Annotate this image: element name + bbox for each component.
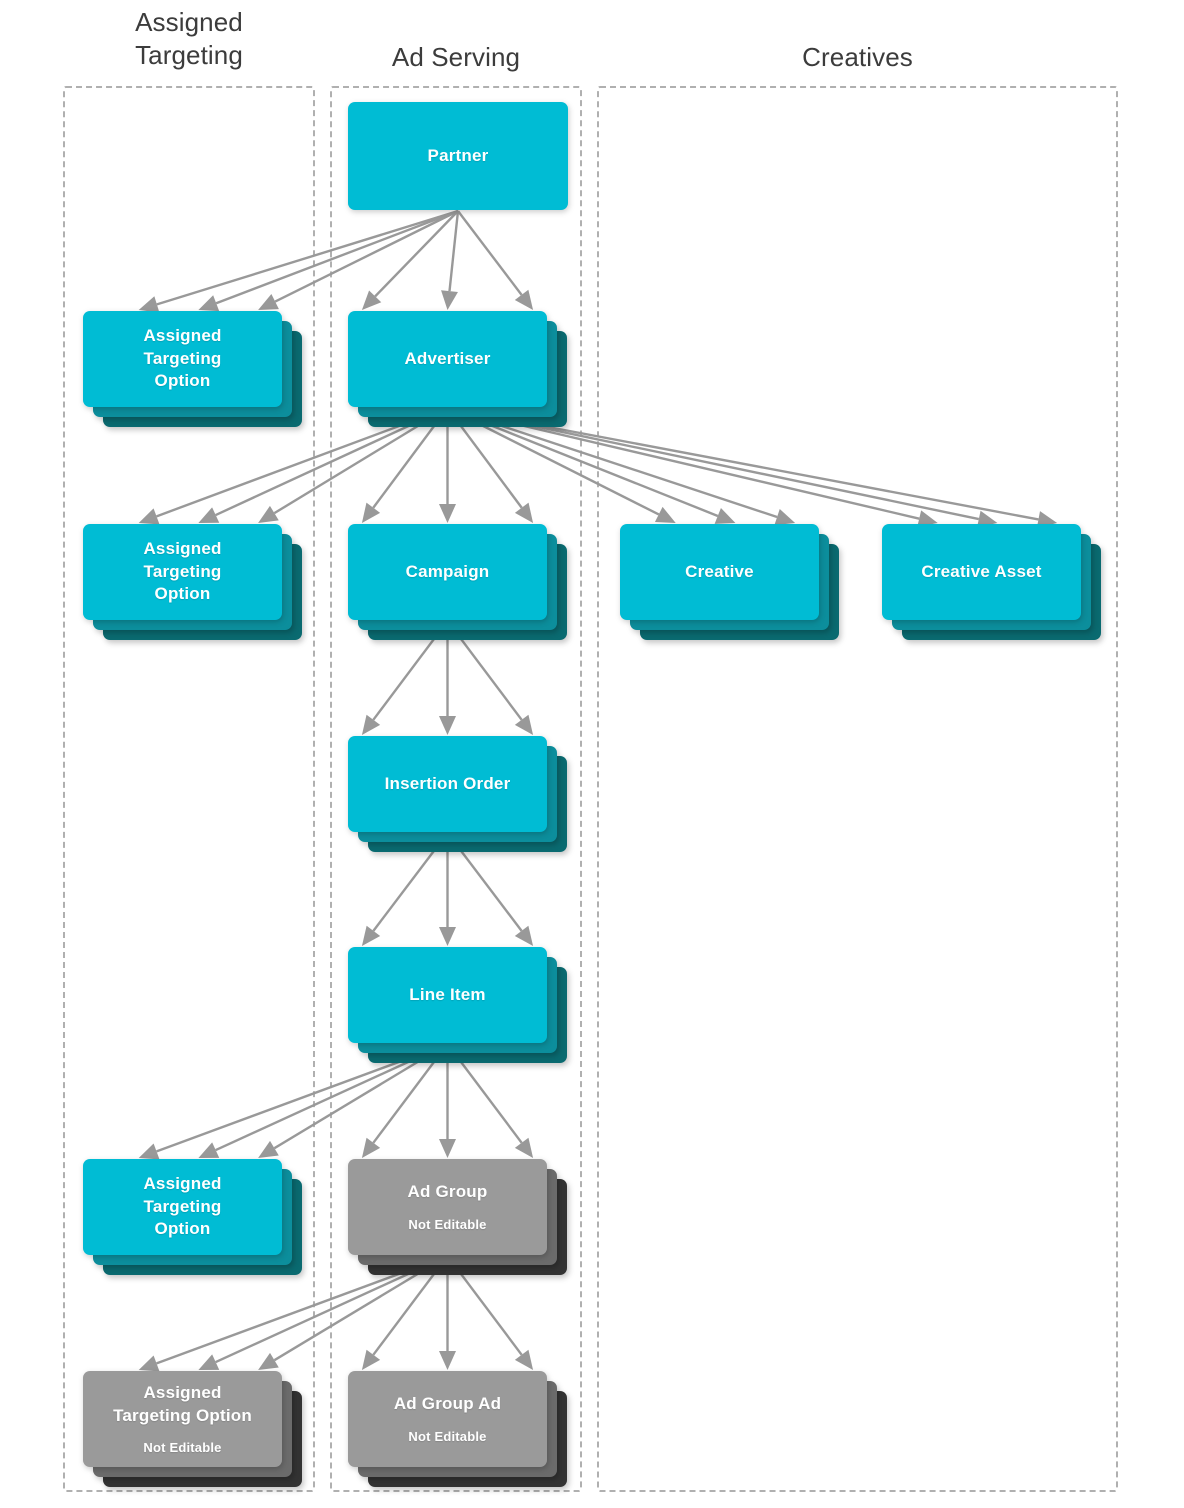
swimlane-ad-serving	[330, 86, 582, 1492]
node-card-front[interactable]: Advertiser	[348, 311, 547, 407]
node-assigned-targeting-option-line-item[interactable]: Assigned Targeting Option	[83, 1159, 302, 1275]
node-ad-group-ad[interactable]: Ad Group Ad Not Editable	[348, 1371, 567, 1487]
node-card-front[interactable]: Assigned Targeting Option	[83, 524, 282, 620]
node-card-front[interactable]: Campaign	[348, 524, 547, 620]
node-insertion-order[interactable]: Insertion Order	[348, 736, 567, 852]
node-label: Advertiser	[404, 348, 491, 368]
column-header-creatives: Creatives	[802, 42, 913, 72]
swimlane-creatives	[597, 86, 1118, 1492]
node-card-front[interactable]: Creative Asset	[882, 524, 1081, 620]
node-creative-asset[interactable]: Creative Asset	[882, 524, 1101, 640]
node-not-editable-badge: Not Editable	[408, 1217, 487, 1232]
node-partner[interactable]: Partner	[348, 102, 568, 210]
node-label: Creative	[685, 561, 754, 581]
node-line-item[interactable]: Line Item	[348, 947, 567, 1063]
node-label: Insertion Order	[384, 773, 511, 793]
node-assigned-targeting-option-advertiser[interactable]: Assigned Targeting Option	[83, 524, 302, 640]
node-card-front[interactable]: Assigned Targeting Option	[83, 1159, 282, 1255]
node-advertiser[interactable]: Advertiser	[348, 311, 567, 427]
node-label: Assigned Targeting Option	[143, 1174, 222, 1239]
node-card-front[interactable]: Line Item	[348, 947, 547, 1043]
node-card-front[interactable]: Creative	[620, 524, 819, 620]
node-label: Campaign	[405, 561, 490, 581]
node-label: Ad Group Ad	[393, 1394, 502, 1414]
node-label: Assigned Targeting Option	[113, 1383, 252, 1425]
node-label: Assigned Targeting Option	[143, 326, 222, 391]
node-card-front[interactable]: Partner	[348, 102, 568, 210]
node-label: Assigned Targeting Option	[143, 539, 222, 604]
node-not-editable-badge: Not Editable	[143, 1440, 222, 1456]
node-campaign[interactable]: Campaign	[348, 524, 567, 640]
node-label: Creative Asset	[921, 561, 1042, 581]
node-card-front[interactable]: Assigned Targeting Option	[83, 311, 282, 407]
swimlane-assigned-targeting	[63, 86, 315, 1492]
column-header-assigned-targeting: Assigned Targeting	[135, 7, 243, 71]
node-label: Partner	[427, 145, 489, 165]
node-not-editable-badge: Not Editable	[408, 1429, 487, 1444]
node-assigned-targeting-option-partner[interactable]: Assigned Targeting Option	[83, 311, 302, 427]
node-card-front[interactable]: Insertion Order	[348, 736, 547, 832]
node-label: Line Item	[409, 984, 486, 1004]
node-label: Ad Group	[407, 1182, 488, 1202]
column-header-ad-serving: Ad Serving	[391, 42, 521, 72]
node-creative[interactable]: Creative	[620, 524, 839, 640]
node-card-front[interactable]: Ad Group Ad Not Editable	[348, 1371, 547, 1467]
